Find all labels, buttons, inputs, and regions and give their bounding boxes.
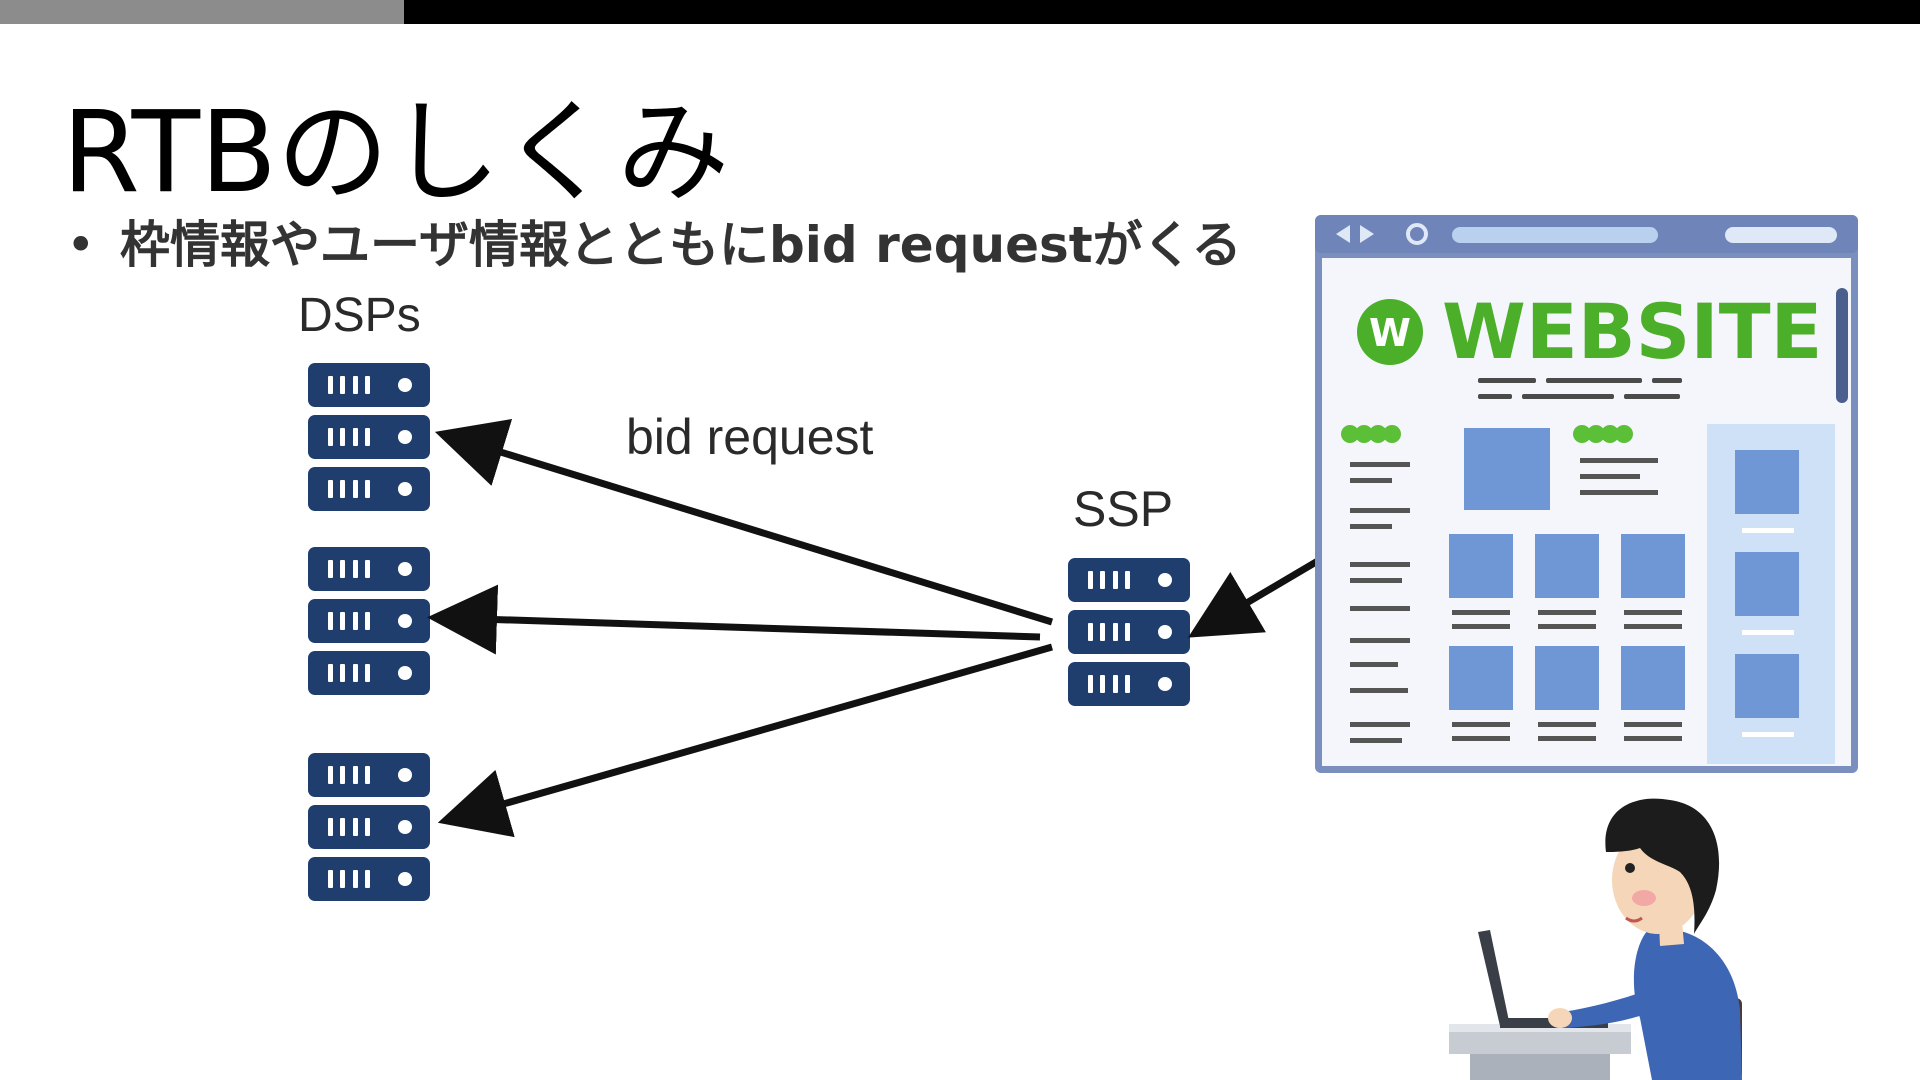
bullet-item: • 枠情報やユーザ情報とともにbid requestがくる (66, 212, 1242, 278)
dsp-server-icon-3 (308, 753, 430, 909)
arrow-ssp-to-dsp-2 (427, 584, 1041, 655)
bullet-text: 枠情報やユーザ情報とともにbid requestがくる (120, 216, 1242, 274)
person-at-laptop-illustration (1449, 798, 1742, 1080)
ssp-server-icon (1068, 558, 1190, 714)
server-unit (1068, 662, 1190, 706)
server-unit (1068, 558, 1190, 602)
arrow-ssp-to-dsp-1 (434, 418, 1054, 626)
arrow-ssp-to-dsp-3 (437, 643, 1053, 838)
progress-bar-done (0, 0, 404, 24)
server-unit (308, 363, 430, 407)
server-unit (308, 547, 430, 591)
server-unit (308, 651, 430, 695)
ssp-label: SSP (1073, 481, 1174, 537)
server-unit (308, 415, 430, 459)
server-unit (1068, 610, 1190, 654)
website-logo-text: WEBSITE (1442, 287, 1822, 376)
bullet-marker: • (66, 216, 96, 274)
website-illustration: W WEBSITE (1315, 215, 1858, 773)
website-logo-badge: W (1369, 311, 1411, 355)
server-unit (308, 467, 430, 511)
server-unit (308, 805, 430, 849)
server-unit (308, 753, 430, 797)
server-unit (308, 599, 430, 643)
website-logo-icon (1357, 299, 1423, 365)
bid-request-label: bid request (626, 409, 874, 465)
server-unit (308, 857, 430, 901)
slide-title: RTBのしくみ (62, 88, 730, 218)
dsps-label: DSPs (298, 289, 421, 342)
dsp-server-icon-2 (308, 547, 430, 703)
progress-bar-track (404, 0, 1920, 24)
dsp-server-icon-1 (308, 363, 430, 519)
